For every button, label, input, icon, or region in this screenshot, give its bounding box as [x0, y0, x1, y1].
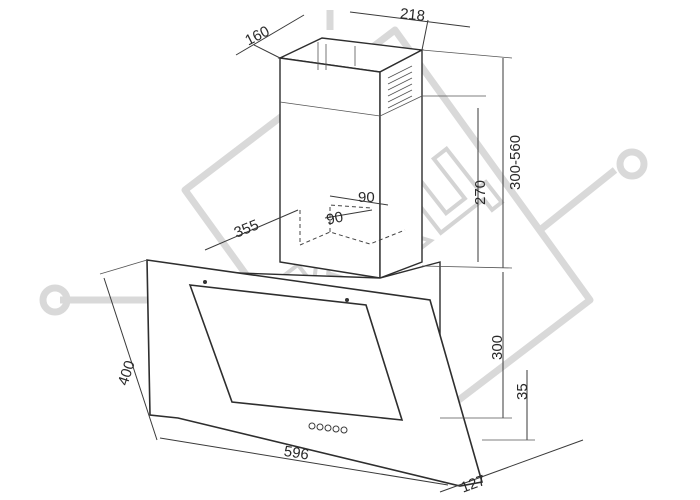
control-buttons	[308, 422, 348, 434]
watermark-circle-right	[616, 148, 648, 180]
light-marker-right	[345, 298, 349, 302]
duct-side-face	[379, 48, 423, 280]
panel-inner	[188, 284, 404, 421]
outlet-dashed-inner	[329, 204, 373, 232]
control-button-5	[340, 426, 348, 434]
control-button-1	[308, 422, 316, 430]
vent-slot	[387, 71, 413, 85]
dim-ext-400	[99, 259, 148, 275]
dim-label-218: 218	[399, 5, 426, 25]
dim-line-218	[349, 11, 471, 28]
light-marker-left	[203, 280, 207, 284]
dim-label-400: 400	[115, 359, 139, 388]
dim-line-596	[159, 437, 449, 486]
dimension-labels: 160 218 270 300-560 300 35 90 90 355 400…	[115, 5, 531, 496]
watermark-line-right	[537, 167, 618, 233]
outlet-dashed-outline	[299, 210, 406, 246]
duct-section-line	[279, 95, 423, 117]
dim-label-596: 596	[283, 443, 310, 464]
dim-label-90b: 90	[325, 209, 345, 229]
dim-line-90b	[324, 209, 373, 219]
dim-label-35: 35	[514, 383, 531, 400]
vent-slot	[387, 65, 413, 79]
vent-slot	[387, 89, 413, 103]
dim-line-127	[439, 439, 584, 493]
glass-panel	[146, 259, 484, 487]
dim-line-400	[103, 277, 158, 441]
vent-slot	[387, 83, 413, 97]
dim-ext-chimney-top	[421, 49, 513, 59]
dim-label-355: 355	[232, 217, 262, 242]
dim-label-270: 270	[472, 180, 489, 205]
control-button-4	[332, 425, 340, 433]
dim-ext-160	[253, 44, 281, 59]
dim-label-160: 160	[242, 23, 272, 50]
dim-line-355	[204, 209, 299, 251]
dim-ext-218	[421, 19, 429, 51]
duct-front-face	[279, 57, 381, 279]
chimney-duct	[277, 37, 425, 280]
dimension-lines	[99, 11, 584, 493]
watermark-circle-left	[39, 284, 71, 316]
dim-line-160	[235, 14, 305, 56]
control-button-3	[324, 424, 332, 432]
dim-label-90a: 90	[358, 189, 375, 206]
vent-slot	[387, 95, 413, 109]
dim-line-90a	[329, 195, 389, 206]
dim-ext-chimney-bottom	[421, 265, 513, 269]
vent-slot	[387, 77, 413, 91]
dim-label-300: 300	[489, 335, 506, 360]
vent-slots	[387, 65, 413, 109]
control-button-2	[316, 423, 324, 431]
dim-label-chimney: 300-560	[507, 135, 524, 190]
